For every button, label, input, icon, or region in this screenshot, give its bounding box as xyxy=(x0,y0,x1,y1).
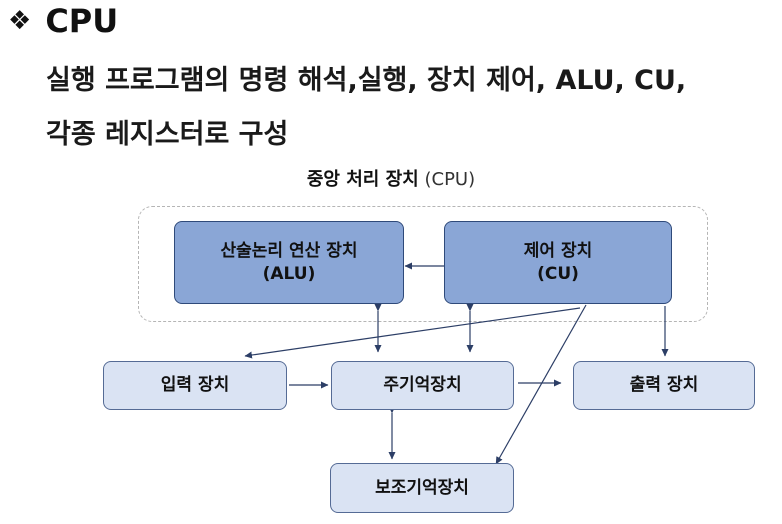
cpu-caption-title: 중앙 처리 장치 xyxy=(306,169,419,190)
cu-abbr: (CU) xyxy=(537,263,579,284)
secondary-memory-label: 보조기억장치 xyxy=(375,477,469,498)
description-line-1: 실행 프로그램의 명령 해석,실행, 장치 제어, ALU, CU, xyxy=(46,65,687,96)
description-line-2: 각종 레지스터로 구성 xyxy=(46,119,289,150)
section-heading: ❖ CPU xyxy=(8,2,118,40)
alu-box: 산술논리 연산 장치 (ALU) xyxy=(174,221,404,304)
cpu-caption: 중앙 처리 장치 (CPU) xyxy=(0,165,782,191)
arrow-cu-to-input xyxy=(244,307,581,359)
alu-abbr: (ALU) xyxy=(262,263,316,284)
alu-label: 산술논리 연산 장치 xyxy=(220,240,358,261)
cu-box: 제어 장치 (CU) xyxy=(444,221,672,304)
cpu-caption-abbr: (CPU) xyxy=(424,169,476,190)
input-device-label: 입력 장치 xyxy=(160,375,230,396)
main-memory-box: 주기억장치 xyxy=(331,361,514,410)
diamond-bullet-icon: ❖ xyxy=(8,6,32,36)
output-device-label: 출력 장치 xyxy=(629,375,699,396)
output-device-box: 출력 장치 xyxy=(573,361,755,410)
arrow-cu-to-secondary xyxy=(495,304,587,465)
input-device-box: 입력 장치 xyxy=(103,361,287,410)
cu-label: 제어 장치 xyxy=(523,240,593,261)
main-memory-label: 주기억장치 xyxy=(383,375,462,396)
secondary-memory-box: 보조기억장치 xyxy=(330,463,514,513)
heading-title: CPU xyxy=(45,2,119,40)
cpu-boundary xyxy=(138,206,708,322)
